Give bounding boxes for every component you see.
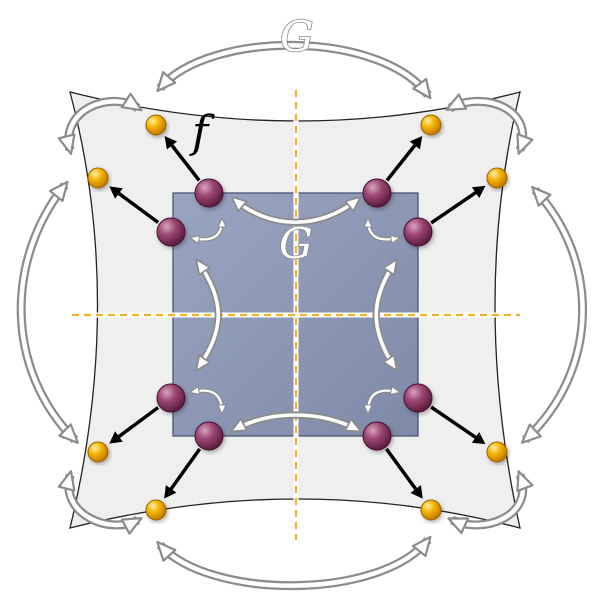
mapping-arrow [109,406,160,444]
grey-arrow-top [156,40,432,100]
inner-point [403,383,433,413]
inner-point [362,421,392,451]
mapping-arrow [430,185,486,225]
mapping-arrow [164,447,202,499]
outer-point [420,499,442,521]
grey-arrow-bottom [156,535,432,591]
grey-arrow-corner-bl [57,470,143,535]
group-action-arrows [16,40,587,591]
mapping-arrow [430,405,486,445]
symmetry-axes [72,90,520,540]
grey-arrow-inner-corner-tr [363,217,401,244]
mapping-arrows [109,135,486,499]
mapping-arrow [385,447,423,499]
outer-point [87,167,109,189]
grey-arrow-inner-top [230,196,362,226]
outer-point [486,441,508,463]
label-center-group: G [279,219,313,268]
inner-point [156,383,186,413]
grey-arrow-inner-corner-tl [189,217,227,244]
grey-arrow-inner-left [195,258,222,372]
grey-arrow-left [16,180,79,444]
grey-arrow-right [520,185,587,444]
inner-point [156,217,186,247]
label-top-group: G [280,12,314,61]
outer-point [145,499,167,521]
grey-arrow-inner-corner-br [363,386,401,415]
mapping-arrow [109,186,160,224]
outer-point [486,167,508,189]
grey-arrow-corner-tl [57,92,143,155]
outer-point [87,441,109,463]
inner-point [362,178,392,208]
outer-point [420,114,442,136]
grey-arrow-inner-right [372,258,399,372]
inner-point [194,421,224,451]
outer-point [145,114,167,136]
mapping-arrow [164,136,201,182]
grey-arrow-inner-corner-bl [189,386,227,415]
inner-point [194,178,224,208]
grey-arrow-inner-bottom [230,411,362,434]
inner-point [403,217,433,247]
grey-arrow-corner-tr [445,93,534,155]
grey-arrow-corner-br [447,470,534,535]
points [87,114,508,521]
mapping-arrow [385,135,423,182]
